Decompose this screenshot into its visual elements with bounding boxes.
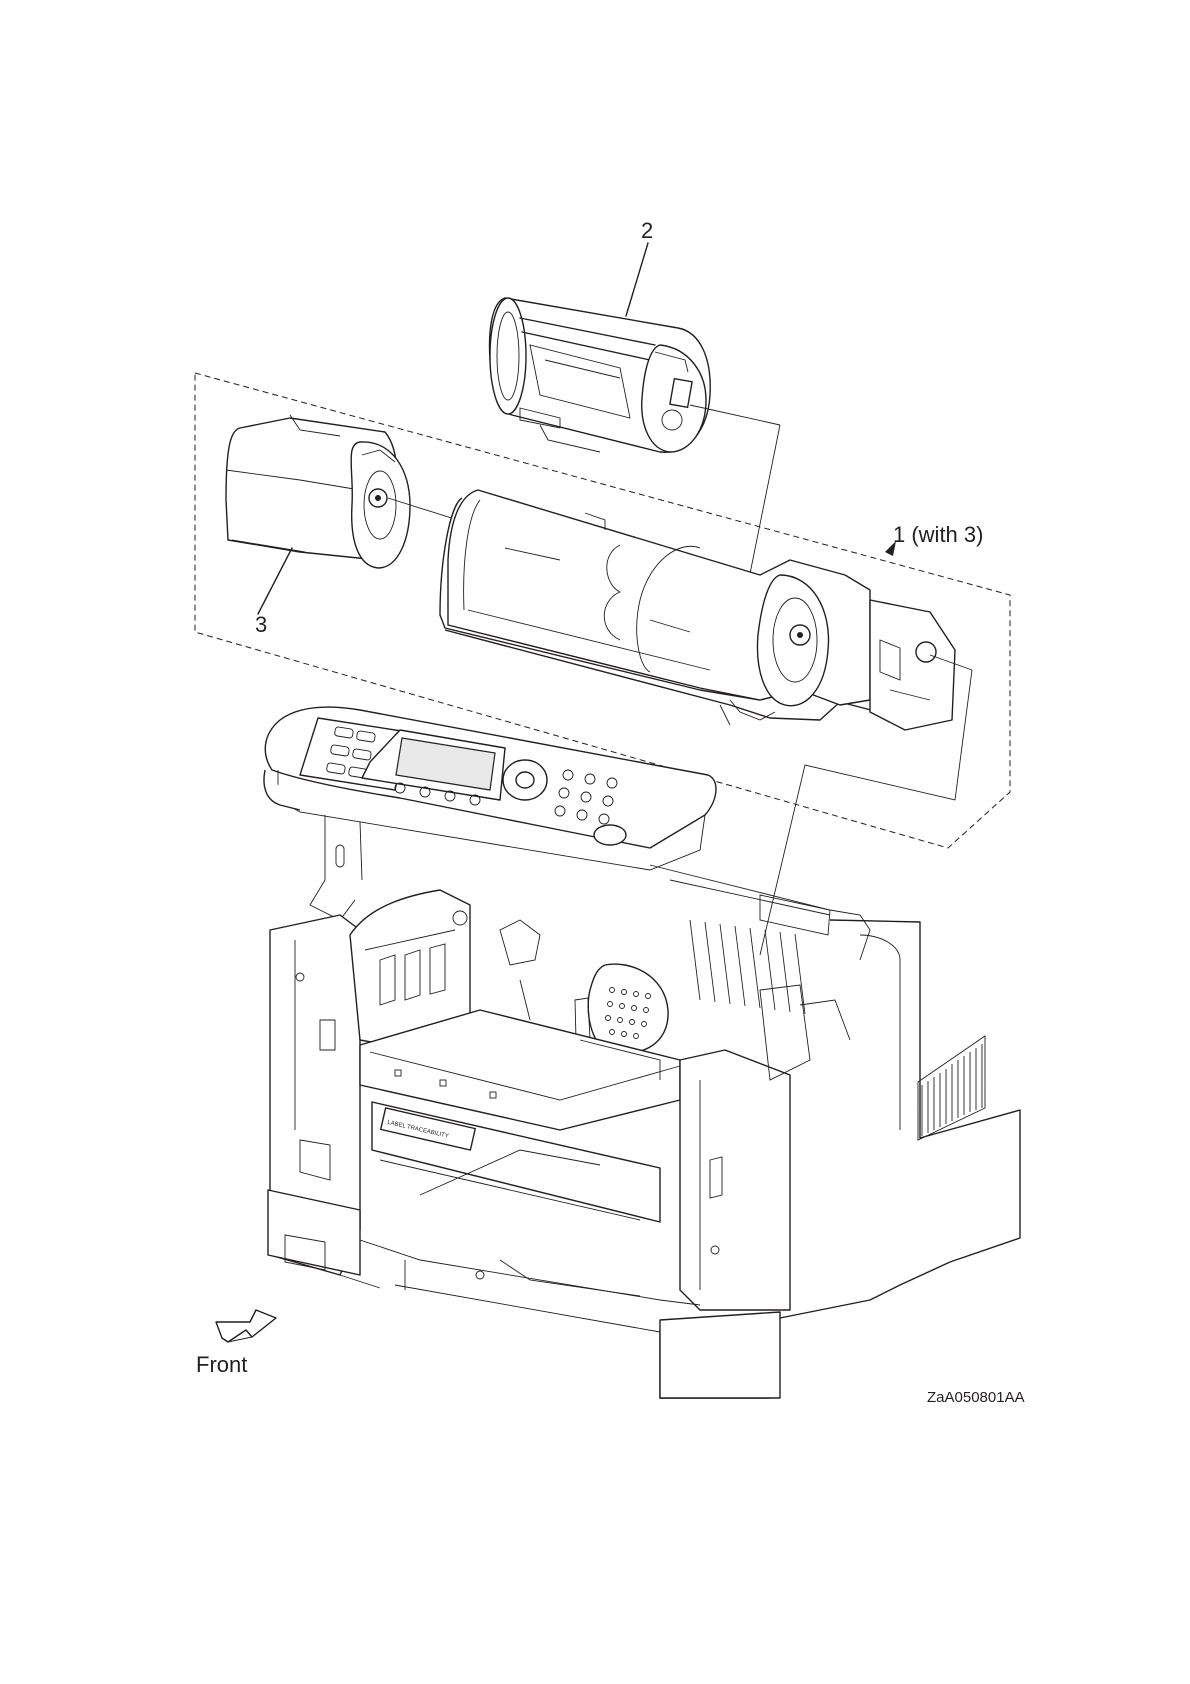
front-direction-arrow xyxy=(216,1310,276,1342)
drum-cartridge-part xyxy=(226,415,410,568)
callout-1-with-3: 1 (with 3) xyxy=(893,522,983,548)
leader-line-3 xyxy=(258,548,292,614)
front-label: Front xyxy=(196,1352,247,1378)
callout-3: 3 xyxy=(255,612,267,638)
leader-line-2 xyxy=(626,243,648,316)
printer-body: LABEL TRACEABILITY xyxy=(264,707,1020,1398)
figure-code: ZaA050801AA xyxy=(927,1389,1025,1406)
callout-2: 2 xyxy=(641,218,653,244)
cartridge-holder-assembly xyxy=(440,490,955,730)
toner-cartridge-part xyxy=(490,298,711,452)
